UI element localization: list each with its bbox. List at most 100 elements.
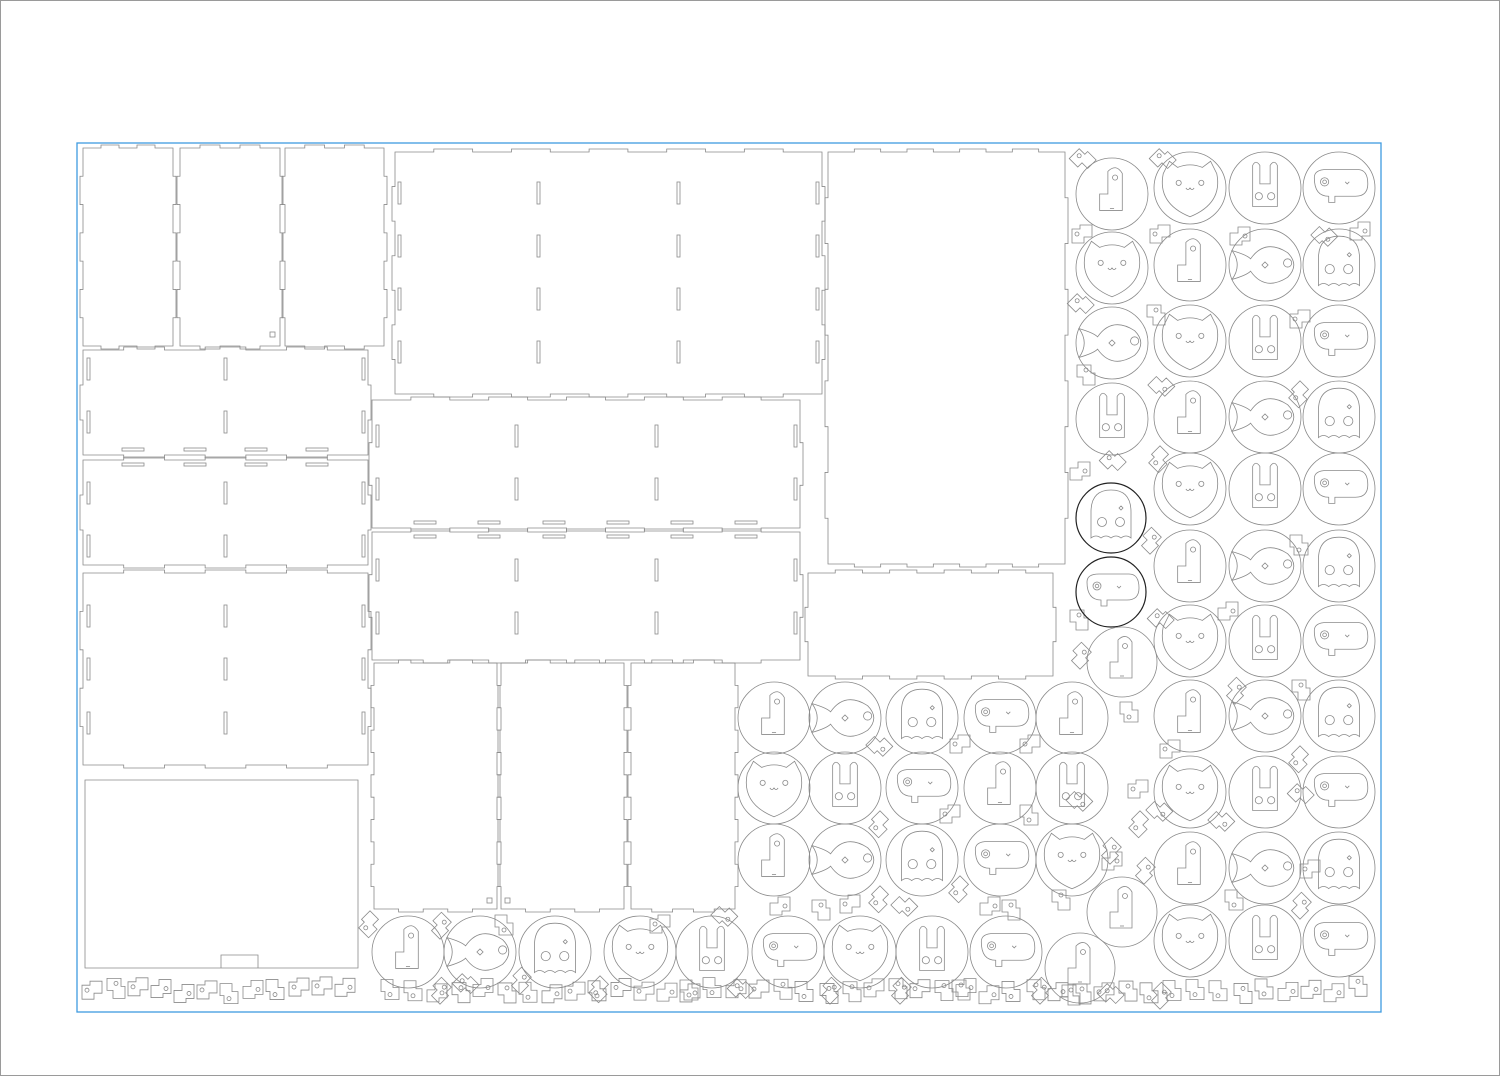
clip-hole <box>226 996 232 1002</box>
cat-icon-shape <box>1161 764 1219 822</box>
ghost-icon-shape <box>1090 489 1132 539</box>
clip-hole <box>199 987 205 993</box>
clip-outline <box>1288 745 1310 774</box>
rabbit-icon-eye <box>934 956 943 965</box>
clip-piece <box>334 977 356 997</box>
clip-outline <box>1146 304 1166 326</box>
token-outline <box>443 915 517 989</box>
clip-outline <box>794 981 814 1002</box>
rabbit-icon-shape <box>1252 765 1278 811</box>
fish-icon-shape <box>1231 849 1295 887</box>
clip-outline <box>951 979 971 1001</box>
ghost-icon-shape <box>1346 252 1352 258</box>
clip-piece <box>679 979 699 1001</box>
clip-piece <box>1286 783 1315 805</box>
clip-hole <box>895 981 901 987</box>
cat-icon-shape <box>1185 640 1195 643</box>
bird-icon-shape <box>1177 689 1201 733</box>
clip-hole <box>387 992 393 997</box>
clip-piece <box>1291 679 1311 701</box>
rabbit-icon-shape <box>1252 914 1278 960</box>
clip-outline <box>1207 810 1236 832</box>
clip-piece <box>1323 983 1345 1003</box>
clip-hole <box>272 992 278 997</box>
clip-piece <box>1127 779 1149 799</box>
side-panel-a <box>79 144 177 350</box>
pig-icon-eye <box>1092 581 1102 591</box>
clip-hole <box>1076 153 1082 159</box>
clip-hole <box>818 902 824 908</box>
clip-outline <box>358 910 380 939</box>
pig-icon-eye <box>1320 478 1330 488</box>
rabbit-icon-shape <box>1252 314 1278 360</box>
joint-slot <box>514 424 519 448</box>
clip-outline <box>430 911 452 940</box>
panel-outline <box>368 396 804 532</box>
rabbit-icon-eye <box>1267 945 1276 954</box>
joint-slot <box>244 447 268 452</box>
clip-hole <box>1083 367 1089 373</box>
clip-hole <box>84 987 90 993</box>
clip-outline <box>1096 983 1125 1005</box>
side-panel-b <box>176 144 284 350</box>
pig-icon-shape <box>974 699 1030 733</box>
joint-slot <box>305 447 329 452</box>
clip-hole <box>1192 992 1198 997</box>
clip-hole <box>952 741 958 747</box>
joint-slot <box>121 447 145 452</box>
clip-hole <box>1096 989 1102 995</box>
clip-hole <box>652 921 658 927</box>
joint-slot <box>654 611 659 635</box>
cat-icon-eye <box>1198 783 1205 790</box>
joint-slot <box>223 481 228 505</box>
joint-slot <box>676 181 681 205</box>
clip-piece <box>1148 445 1170 474</box>
round-token <box>1228 679 1302 753</box>
joint-slot <box>375 424 380 448</box>
bird-icon-shape <box>1177 390 1201 434</box>
bird-icon-shape <box>761 691 785 735</box>
clip-piece <box>811 899 831 921</box>
clip-outline <box>1208 980 1228 1002</box>
token-outline <box>751 915 825 989</box>
rabbit-icon-shape <box>832 761 858 807</box>
shelf-panel-a <box>79 346 372 459</box>
bird-icon-eye <box>1072 698 1079 705</box>
clip-hole <box>504 985 510 991</box>
clip-hole <box>163 986 169 991</box>
joint-slot <box>815 181 820 205</box>
joint-slot <box>397 287 402 311</box>
pig-icon-eye <box>983 709 988 715</box>
clip-piece <box>81 980 103 1000</box>
clip-outline <box>656 982 678 1002</box>
token-outline <box>1075 556 1147 628</box>
pig-icon-shape <box>1313 322 1369 356</box>
clip-piece <box>1068 148 1097 170</box>
clip-outline <box>1229 226 1251 246</box>
fish-icon-shape <box>1231 547 1295 585</box>
round-token <box>371 915 445 989</box>
cat-icon-shape <box>855 951 865 954</box>
ghost-icon-shape <box>1346 404 1352 410</box>
clip-hole <box>1126 714 1132 720</box>
clip-piece <box>748 979 770 999</box>
clip-hole <box>1079 986 1085 992</box>
pig-icon-eye <box>1322 179 1327 185</box>
ghost-icon-eye <box>1343 867 1354 878</box>
clip-hole <box>738 986 744 992</box>
cat-icon-shape <box>769 787 779 790</box>
token-outline <box>1153 755 1227 829</box>
cat-icon-eye <box>1198 480 1205 487</box>
clip-hole <box>1068 987 1074 993</box>
joint-slot <box>244 462 268 467</box>
rabbit-icon-eye <box>1267 345 1276 354</box>
fish-icon-eye <box>863 853 873 863</box>
round-token <box>737 823 811 897</box>
bird-icon-shape <box>1059 691 1083 735</box>
pig-icon-eye <box>1322 783 1327 789</box>
clip-outline <box>1289 309 1311 329</box>
clip-piece <box>939 804 961 824</box>
fish-icon-shape <box>1231 246 1295 284</box>
clip-piece <box>1146 608 1175 630</box>
